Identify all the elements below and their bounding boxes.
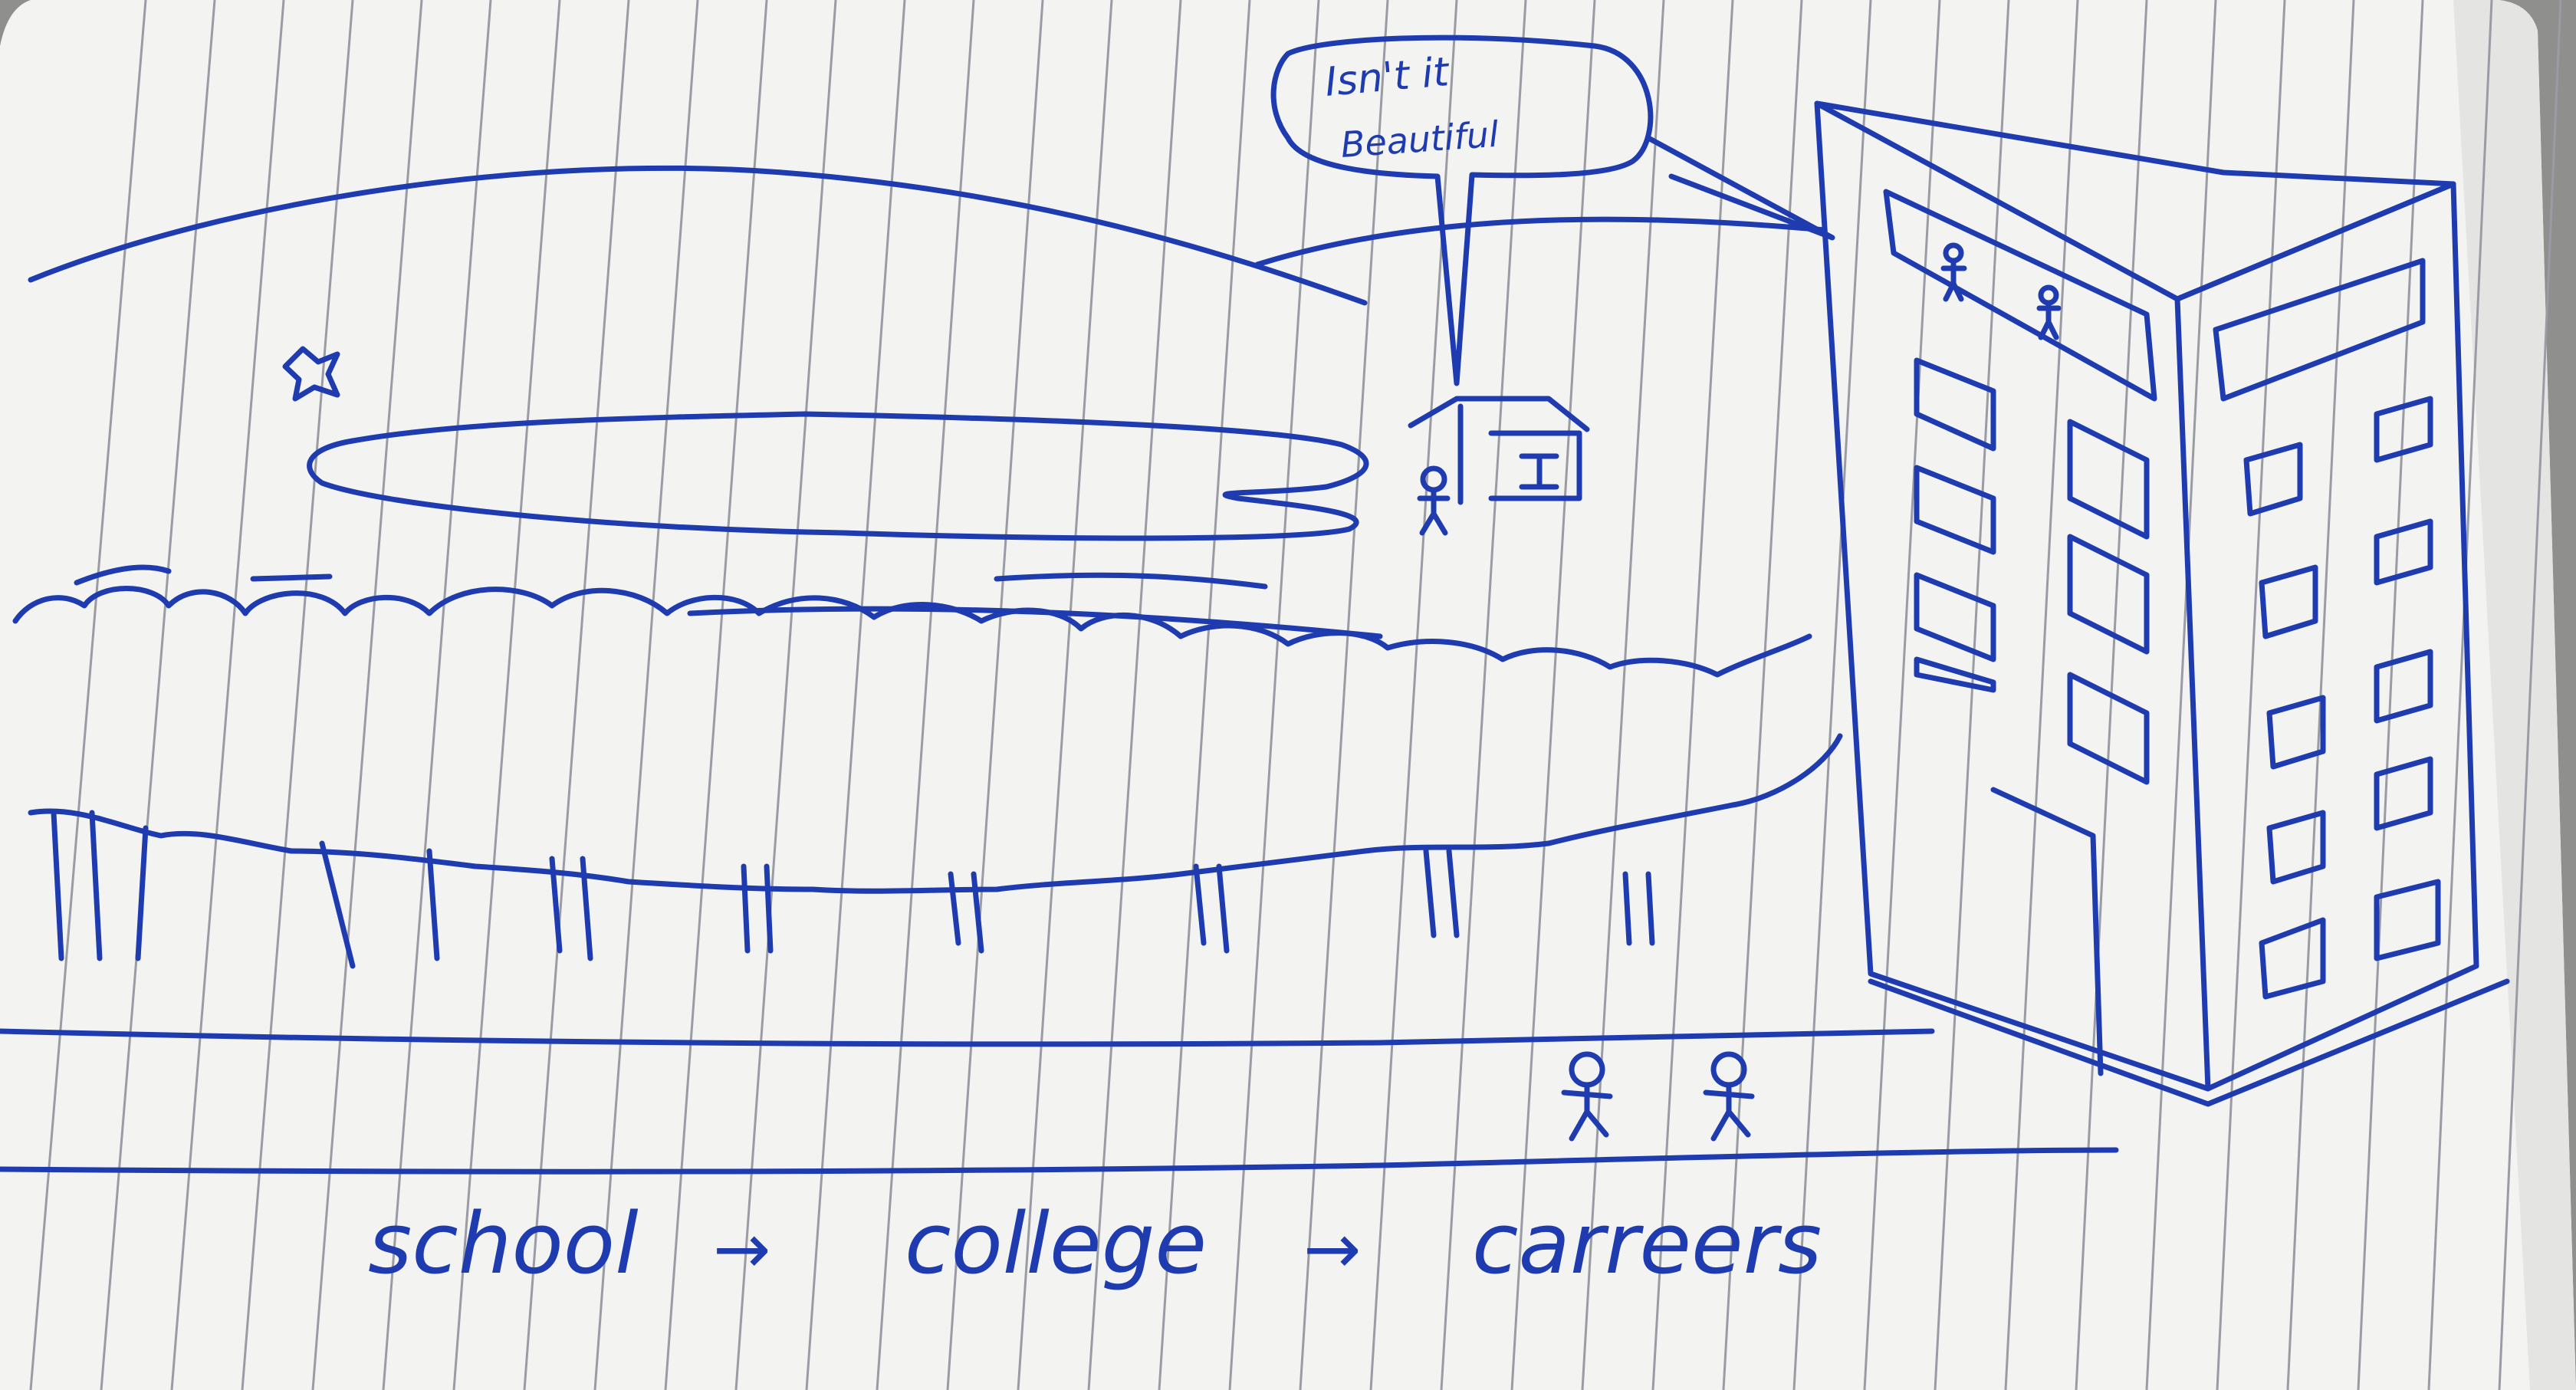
rule-line — [1299, 0, 1389, 1390]
window-icon — [2067, 419, 2150, 540]
caption: school → college → carreers — [368, 1194, 1822, 1293]
water-line-3 — [994, 572, 1268, 590]
rule-line — [1017, 0, 1113, 1390]
window-icon — [2266, 810, 2326, 885]
window-icon — [2259, 564, 2318, 639]
window-icon — [2374, 396, 2433, 463]
window-icon — [1914, 572, 1996, 662]
caption-arrow-2: → — [1303, 1209, 1361, 1290]
stick-figure-walking-2 — [1703, 1051, 1755, 1142]
rule-line — [593, 0, 699, 1390]
building-right-face — [2174, 181, 2479, 1092]
window-icon — [2067, 534, 2150, 655]
building-right-windows — [2213, 258, 2441, 1000]
rule-line — [29, 0, 147, 1390]
building-ledge — [1883, 189, 2157, 402]
rule-line — [1934, 0, 2010, 1390]
stick-figure-ledge-2 — [2036, 284, 2062, 340]
water-line-1 — [74, 564, 172, 586]
rule-line — [734, 0, 837, 1390]
rule-line — [170, 0, 285, 1390]
rule-line — [946, 0, 1044, 1390]
small-house — [1408, 396, 1590, 505]
stick-figure-ledge-1 — [1940, 242, 1967, 302]
rule-line — [523, 0, 630, 1390]
road-bottom — [0, 1147, 2119, 1175]
speech-line-1: Isn't it — [1323, 49, 1452, 106]
window-icon — [2259, 917, 2326, 1000]
rule-line — [2145, 0, 2217, 1390]
speech-pointer — [1645, 135, 1835, 241]
rule-line — [2357, 0, 2424, 1390]
tree-trunks — [51, 810, 1655, 969]
window-icon — [2374, 649, 2433, 724]
rule-line — [100, 0, 216, 1390]
ruled-lines — [29, 0, 2562, 1390]
tree-lower-edge — [28, 733, 1843, 894]
window-icon — [1914, 357, 1996, 452]
rule-line — [241, 0, 354, 1390]
tree-canopy — [12, 586, 1812, 678]
star-icon — [282, 346, 340, 402]
window-icon — [2374, 518, 2433, 586]
building-base — [1868, 978, 2510, 1107]
hill-left — [28, 165, 1368, 306]
rule-line — [382, 0, 492, 1390]
ink-drawing — [0, 35, 2510, 1175]
window-icon — [2374, 879, 2441, 961]
speech-bubble — [1270, 35, 1654, 386]
window-icon — [2243, 442, 2303, 517]
caption-step-1: school — [368, 1194, 639, 1293]
rule-line — [1158, 0, 1251, 1390]
rule-line — [1087, 0, 1182, 1390]
building-door — [1990, 787, 2104, 1076]
rule-line — [1440, 0, 1527, 1390]
rule-line — [2427, 0, 2493, 1390]
window-icon — [2266, 695, 2326, 770]
water-line-2 — [250, 573, 333, 582]
rule-line — [1792, 0, 1872, 1390]
caption-step-3: carreers — [1472, 1194, 1822, 1293]
window-icon — [2067, 672, 2150, 785]
window-icon — [2374, 756, 2433, 831]
rule-line — [2498, 0, 2562, 1390]
rule-line — [1863, 0, 1941, 1390]
rule-line — [311, 0, 423, 1390]
rule-line — [876, 0, 975, 1390]
building-left-windows — [1914, 357, 2150, 785]
stick-figure-icon — [1417, 465, 1451, 536]
rule-line — [2004, 0, 2079, 1390]
rule-line — [1510, 0, 1596, 1390]
rule-line — [2216, 0, 2286, 1390]
rule-line — [1228, 0, 1320, 1390]
road-top — [0, 1028, 1935, 1047]
caption-arrow-1: → — [713, 1209, 770, 1290]
cloud — [307, 411, 1369, 541]
caption-step-2: college — [905, 1194, 1207, 1293]
hill-right — [1254, 216, 1828, 268]
rule-line — [664, 0, 768, 1390]
rule-line — [452, 0, 561, 1390]
window-icon — [1914, 656, 1996, 693]
building-left-face — [1814, 100, 2211, 1092]
stick-figure-walking-1 — [1561, 1051, 1613, 1142]
window-icon — [1914, 465, 1996, 555]
rule-line — [805, 0, 906, 1390]
window-icon — [2213, 258, 2426, 402]
